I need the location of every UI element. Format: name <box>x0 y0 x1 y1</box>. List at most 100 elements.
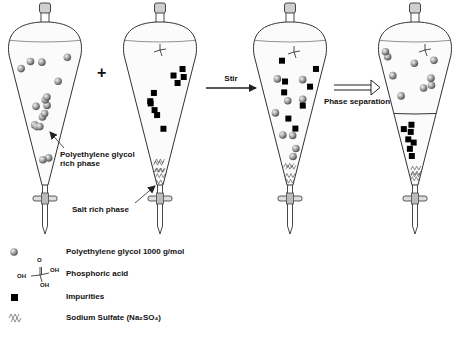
phosphoric-acid-molecule <box>419 44 431 56</box>
peg-sphere <box>272 109 280 117</box>
salt-crystal <box>11 318 21 322</box>
peg-sphere <box>64 53 72 61</box>
funnel-contents <box>5 40 85 164</box>
bond-line <box>288 52 294 54</box>
funnel-contents <box>250 40 330 183</box>
separatory-funnel <box>250 3 330 234</box>
peg-sphere <box>284 97 292 105</box>
impurity-square <box>300 103 306 109</box>
salt-crystal <box>411 166 421 170</box>
impurity-square <box>279 58 285 64</box>
impurity-square <box>407 146 413 152</box>
stopcock-key <box>42 193 49 204</box>
bond-line <box>294 52 296 58</box>
legend-entry: Polyethylene glycol 1000 g/mol <box>66 247 184 256</box>
bond-line <box>160 49 166 50</box>
legend-text: Polyethylene glycol 1000 g/mol <box>66 247 184 256</box>
peg-sphere <box>299 96 307 104</box>
liquid-surface <box>375 40 455 42</box>
legend-entry: Impurities <box>66 292 104 301</box>
peg-sphere <box>411 59 419 67</box>
peg-sphere <box>382 48 390 56</box>
impurity-square <box>281 89 287 95</box>
bond-line <box>40 275 42 282</box>
funnel-stem <box>158 185 163 234</box>
phosphoric-acid-molecule <box>154 44 166 56</box>
legend-text: Impurities <box>66 292 104 301</box>
funnel-neck <box>41 12 49 23</box>
peg-sphere <box>274 75 282 83</box>
bond-line <box>425 49 431 50</box>
bond-line <box>154 50 160 52</box>
peg-sphere <box>27 58 35 66</box>
bond-line <box>294 46 295 52</box>
impurity-square <box>171 73 177 79</box>
impurity-square <box>151 90 157 96</box>
bond-line <box>40 267 41 275</box>
impurity-square <box>285 116 291 122</box>
peg-sphere <box>38 58 46 66</box>
peg-sphere <box>32 103 40 111</box>
salt-crystal <box>9 314 19 318</box>
salt-crystal <box>155 168 165 172</box>
bond-line <box>425 44 426 50</box>
salt-crystal <box>410 177 420 181</box>
peg-sphere <box>43 93 51 101</box>
legend-text: Phosphoric acid <box>66 269 128 278</box>
impurity-square <box>405 136 411 142</box>
peg-sphere <box>389 72 397 80</box>
peg-sphere <box>428 81 436 89</box>
salt-crystal <box>155 174 165 178</box>
salt-crystal <box>154 168 164 172</box>
bond-line <box>419 50 425 52</box>
funnel-neck <box>156 12 164 23</box>
step-label: Phase separation <box>324 97 390 106</box>
impurity-square <box>181 74 187 80</box>
leader-line <box>50 132 64 148</box>
stir-arrow <box>206 87 256 88</box>
impurity-square <box>282 79 288 85</box>
phosphoric-acid-molecule <box>288 46 300 58</box>
impurity-square <box>175 80 181 86</box>
stopper <box>40 3 51 13</box>
stopper <box>155 3 166 13</box>
peg-sphere <box>427 74 435 82</box>
salt-crystal <box>284 163 294 167</box>
peg-sphere <box>17 65 25 73</box>
funnel-contents <box>375 40 455 181</box>
funnel-stem <box>288 185 293 234</box>
impurity-square <box>411 140 417 146</box>
separation-arrow-shaft <box>334 85 372 86</box>
atom-label: O <box>37 257 42 264</box>
bond-line <box>160 50 162 56</box>
bond-line <box>294 51 300 52</box>
salt-crystal <box>155 180 165 184</box>
legend-swatch <box>11 294 18 301</box>
salt-crystal <box>154 159 164 163</box>
impurity-square <box>408 122 414 128</box>
peg-sphere <box>420 84 428 92</box>
funnel-neck <box>411 12 419 23</box>
funnel-stem <box>413 185 418 234</box>
peg-sphere <box>299 76 307 84</box>
peg-sphere <box>289 132 297 140</box>
funnel-neck <box>286 12 294 23</box>
peg-sphere <box>41 110 49 118</box>
stopcock-key <box>287 193 294 204</box>
funnel-body <box>124 22 197 185</box>
legend-entry: Sodium Sulfate (Na₂SO₄) <box>66 313 161 322</box>
impurity-square <box>180 66 186 72</box>
double-bond-line <box>41 267 42 275</box>
salt-crystal <box>411 171 421 175</box>
separation-arrow-head <box>371 80 380 95</box>
funnel-body <box>254 22 327 185</box>
atom-label: OH <box>50 267 59 274</box>
stopcock-key <box>412 193 419 204</box>
peg-sphere <box>39 156 47 164</box>
liquid-surface <box>5 40 85 42</box>
salt-crystal <box>285 174 295 178</box>
bond-line <box>31 275 40 276</box>
leader-line <box>135 186 155 203</box>
impurity-square <box>408 129 414 135</box>
